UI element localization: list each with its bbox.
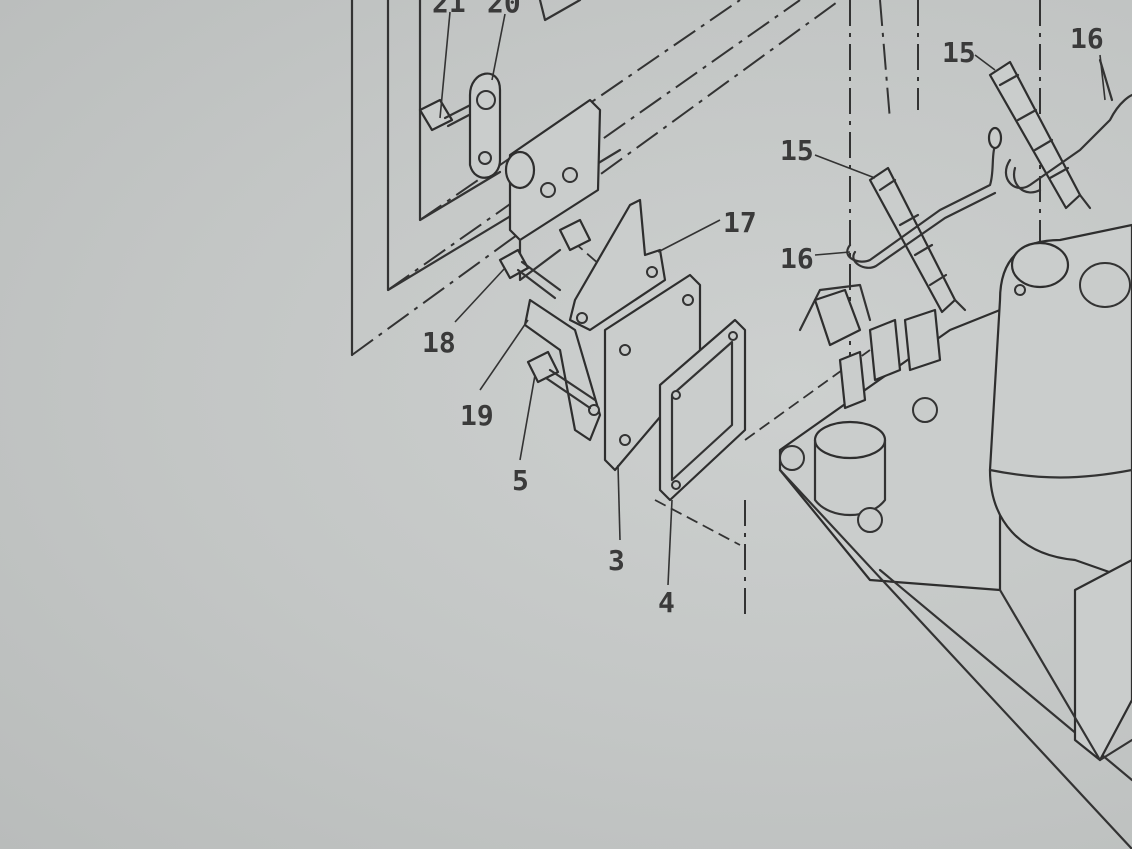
- callout-labels: 21 20 15 16 15 16 17 18 19 5 3 4: [422, 0, 1104, 619]
- callout-5: 5: [512, 464, 529, 497]
- bolt-18: [498, 248, 562, 300]
- injection-pump: [778, 283, 1132, 849]
- injector-15-middle: [868, 166, 967, 314]
- callout-21: 21: [432, 0, 466, 19]
- callout-3: 3: [608, 544, 625, 577]
- callout-20: 20: [487, 0, 521, 19]
- callout-4: 4: [658, 586, 675, 619]
- bracket-17: [568, 198, 667, 332]
- engine-block: [988, 223, 1132, 762]
- callout-16-upper: 16: [1070, 22, 1104, 55]
- callout-16-middle: 16: [780, 242, 814, 275]
- injector-15-upper: [988, 60, 1092, 210]
- callout-19: 19: [460, 399, 494, 432]
- bracket-19: [523, 298, 602, 442]
- callout-18: 18: [422, 326, 456, 359]
- gasket-4: [658, 318, 747, 502]
- washer-20: [468, 72, 502, 179]
- callout-15-upper: 15: [942, 36, 976, 69]
- bracket-plate: [504, 98, 602, 282]
- callout-17: 17: [723, 206, 757, 239]
- leader-lines: [439, 11, 1106, 586]
- leak-off-pipe-16: [846, 58, 1132, 269]
- callout-15-middle: 15: [780, 134, 814, 167]
